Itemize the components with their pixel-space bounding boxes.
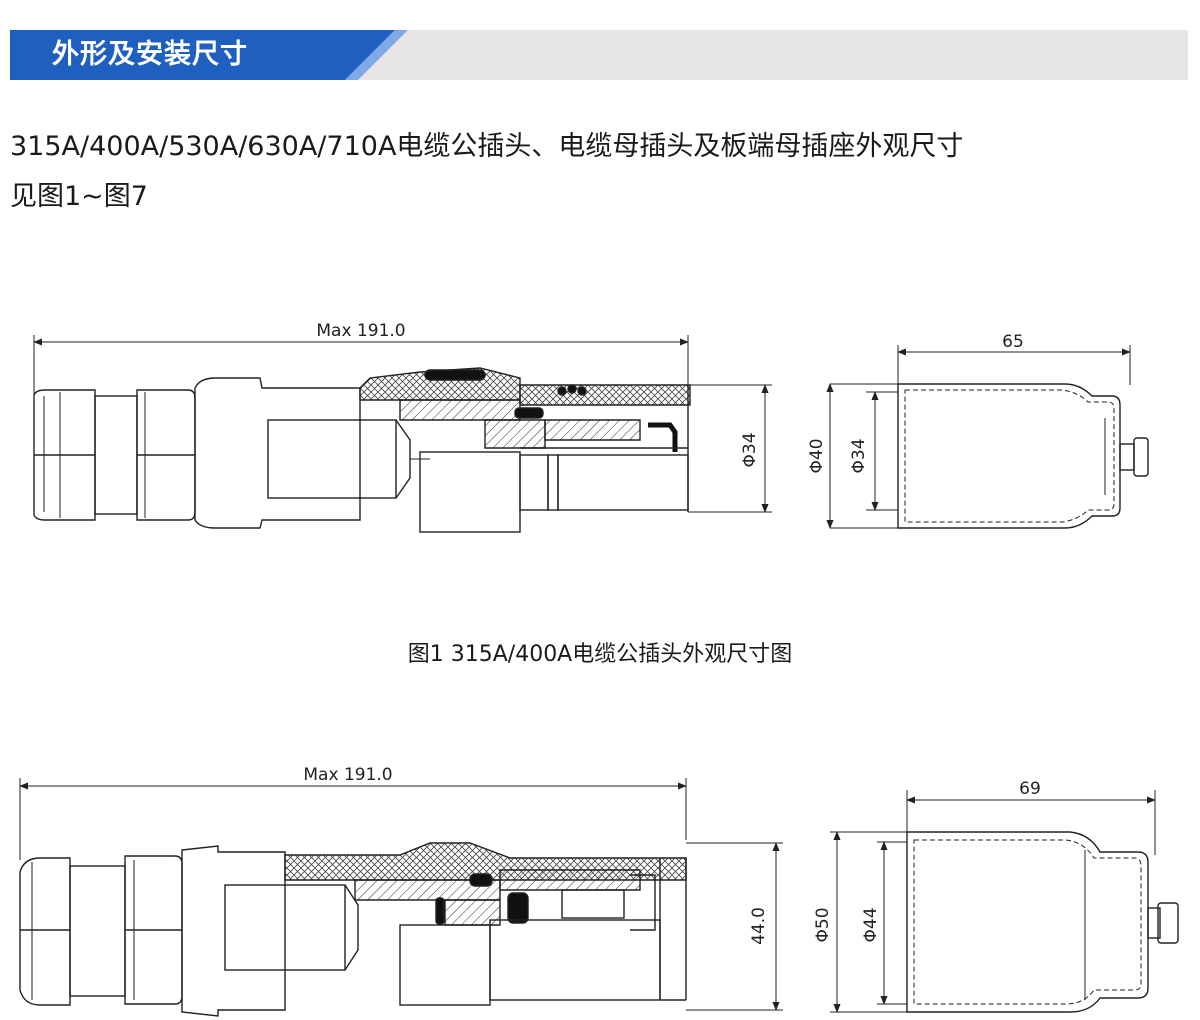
section-header-bar — [10, 30, 1188, 80]
figure-1-caption: 图1 315A/400A电缆公插头外观尺寸图 — [407, 642, 793, 667]
figure-1-end-view — [826, 345, 1149, 529]
fig2-width-label: 69 — [1019, 779, 1041, 799]
figure-2-end-view — [830, 790, 1179, 1013]
fig1-length-label: Max 191.0 — [316, 321, 405, 341]
intro-line-2: 见图1~图7 — [10, 181, 148, 212]
fig1-inner-diameter-label: Φ34 — [849, 438, 869, 473]
fig2-inner-diameter-label: Φ44 — [861, 907, 881, 942]
fig2-side-dimension-label: 44.0 — [749, 907, 769, 945]
section-title: 外形及安装尺寸 — [52, 39, 248, 70]
figure-1-side-view — [33, 335, 772, 533]
intro-line-1: 315A/400A/530A/630A/710A电缆公插头、电缆母插头及板端母插… — [10, 131, 964, 162]
fig1-width-label: 65 — [1002, 332, 1024, 352]
intro-text: 315A/400A/530A/630A/710A电缆公插头、电缆母插头及板端母插… — [10, 122, 1190, 222]
header-accent-shape — [10, 30, 408, 80]
fig1-side-diameter-label: Φ34 — [740, 432, 760, 467]
figure-2-side-view — [19, 778, 783, 1017]
fig1-outer-diameter-label: Φ40 — [807, 438, 827, 473]
fig2-outer-diameter-label: Φ50 — [813, 907, 833, 942]
fig2-length-label: Max 191.0 — [303, 765, 392, 785]
